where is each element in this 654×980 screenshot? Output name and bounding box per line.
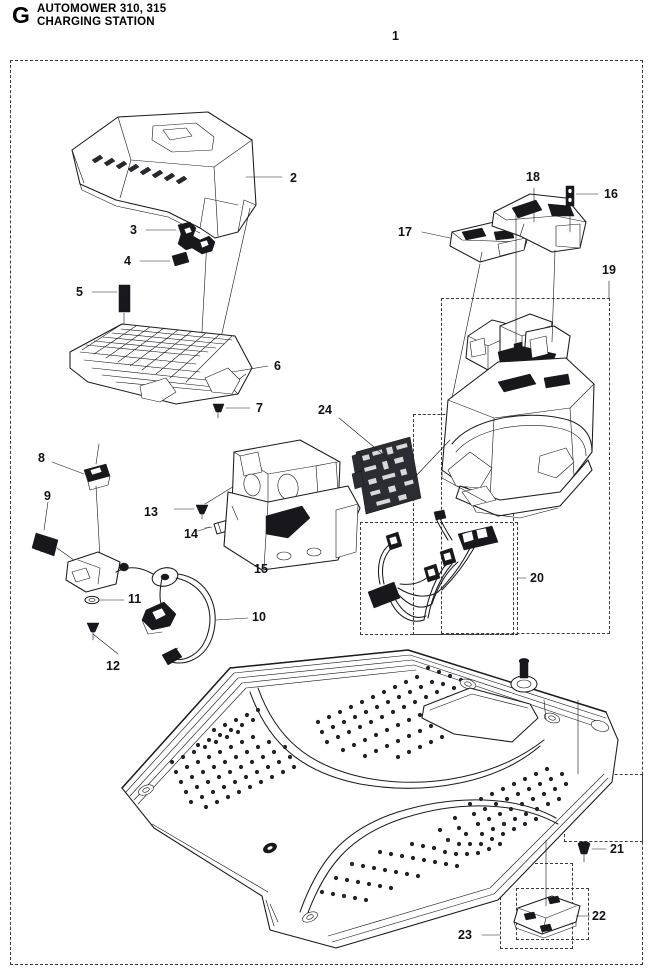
assembly-1-boundary [10,60,643,965]
callout-1: 1 [392,29,399,43]
callout-15: 15 [254,562,268,576]
title-line-1: AUTOMOWER 310, 315 [37,3,167,15]
callout-2: 2 [290,171,297,185]
assembly-20-boundary [360,522,518,635]
page-header: G AUTOMOWER 310, 315 CHARGING STATION [0,0,654,34]
callout-13: 13 [144,505,158,519]
callout-11: 11 [128,592,142,606]
callout-7: 7 [256,401,263,415]
callout-16: 16 [604,187,618,201]
section-letter: G [12,2,30,28]
callout-19: 19 [602,263,616,277]
callout-24: 24 [318,403,332,417]
callout-5: 5 [76,285,83,299]
callout-12: 12 [106,659,120,673]
callout-21: 21 [610,842,624,856]
callout-4: 4 [124,254,131,268]
callout-9: 9 [44,489,51,503]
page-title: AUTOMOWER 310, 315 CHARGING STATION [37,3,166,28]
callout-17: 17 [398,225,412,239]
callout-20: 20 [530,571,544,585]
title-line-2: CHARGING STATION [37,15,155,28]
callout-23: 23 [458,928,472,942]
assembly-22-boundary [516,888,589,940]
callout-10: 10 [252,610,266,624]
callout-22: 22 [592,909,606,923]
callout-18: 18 [526,170,540,184]
callout-8: 8 [38,451,45,465]
callout-6: 6 [274,359,281,373]
callout-3: 3 [130,223,137,237]
callout-14: 14 [184,527,198,541]
assembly-21-boundary [564,774,643,842]
